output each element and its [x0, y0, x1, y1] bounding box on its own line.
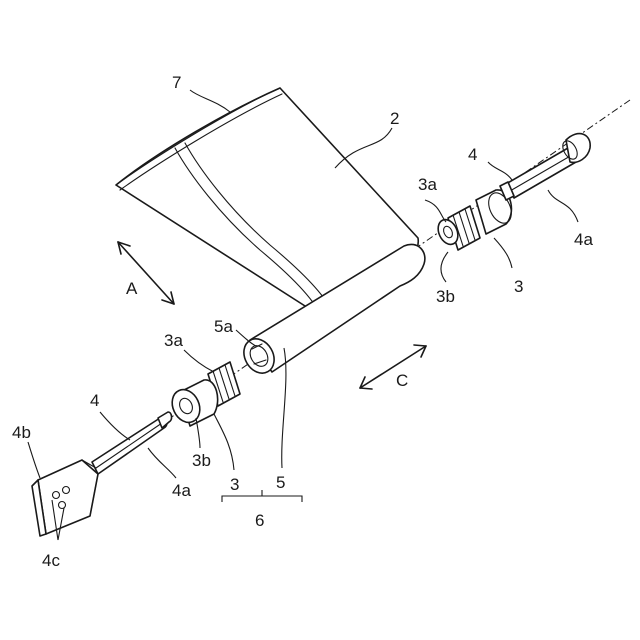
label-core-5: 5	[276, 473, 285, 492]
label-film-2: 2	[390, 109, 399, 128]
label-left-bore-3b: 3b	[192, 451, 211, 470]
label-arrow-a: A	[126, 279, 138, 298]
left-flange	[167, 362, 240, 427]
left-shaft	[92, 412, 172, 474]
label-right-bore-3b: 3b	[436, 287, 455, 306]
label-left-spline-3a: 3a	[164, 331, 183, 350]
label-right-flange-3: 3	[514, 277, 523, 296]
label-sheet-7: 7	[172, 73, 181, 92]
label-right-shaft-4: 4	[468, 145, 477, 164]
label-bracket-4b: 4b	[12, 423, 31, 442]
label-left-shaft-4: 4	[90, 391, 99, 410]
label-assembly-6: 6	[255, 511, 264, 530]
label-holes-4c: 4c	[42, 551, 60, 570]
label-core-end-5a: 5a	[214, 317, 233, 336]
right-shaft	[500, 134, 590, 200]
label-right-spline-3a: 3a	[418, 175, 437, 194]
label-left-rod-4a: 4a	[172, 481, 191, 500]
label-left-flange-3: 3	[230, 475, 239, 494]
label-right-rod-4a: 4a	[574, 230, 593, 249]
label-arrow-c: C	[396, 371, 408, 390]
right-flange	[434, 189, 515, 250]
arrow-c	[360, 345, 426, 389]
bracket	[32, 460, 98, 536]
